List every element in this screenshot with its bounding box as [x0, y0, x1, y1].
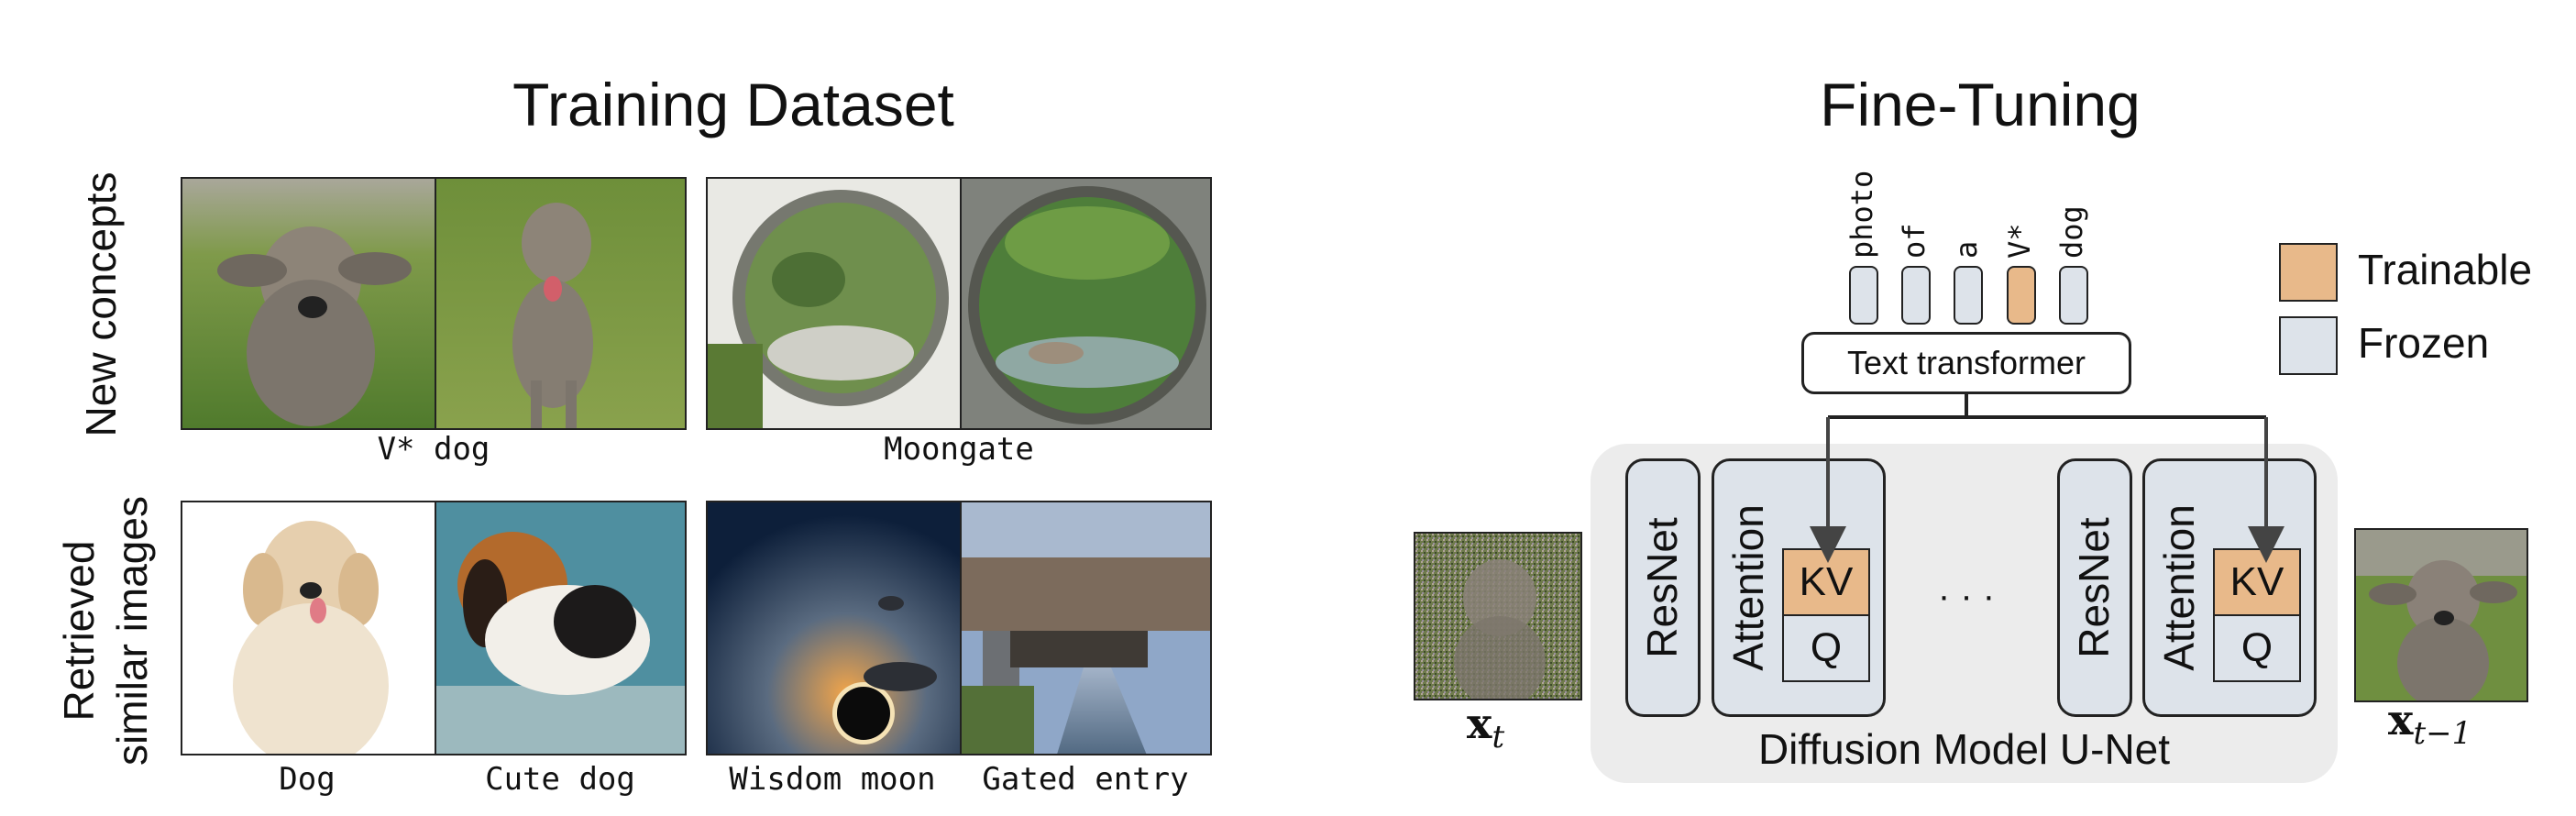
xt1-label: xt−1	[2388, 695, 2471, 752]
token-embedding-of	[1901, 266, 1931, 325]
kv-label-1: KV	[1799, 559, 1854, 604]
caption-moongate: Moongate	[884, 431, 1034, 468]
legend-trainable-swatch	[2279, 243, 2338, 302]
q-label-1: Q	[1810, 625, 1843, 670]
xt1-sub: t−1	[2413, 715, 2472, 753]
token-embedding-vstar	[2007, 266, 2036, 325]
caption-gated-entry: Gated entry	[982, 761, 1189, 798]
legend-trainable-label: Trainable	[2358, 246, 2533, 293]
q-box-2: Q	[2213, 614, 2301, 682]
xt-label: xt	[1467, 699, 1504, 755]
resnet-block-1	[1625, 458, 1701, 717]
kv-box-1: KV	[1782, 548, 1870, 616]
caption-dog: Dog	[279, 761, 336, 798]
noisy-input-image	[1414, 532, 1582, 700]
moon-gate-image-pair	[706, 501, 1212, 755]
moongate-image-pair	[706, 177, 1212, 430]
dog-image-pair	[181, 501, 687, 755]
caption-wisdom-moon: Wisdom moon	[729, 761, 936, 798]
vdog-image-pair	[181, 177, 687, 430]
legend-frozen-swatch	[2279, 316, 2338, 375]
q-label-2: Q	[2240, 625, 2273, 670]
caption-vdog: V* dog	[377, 431, 490, 468]
xt-base: x	[1467, 699, 1492, 748]
token-embedding-dog	[2059, 266, 2088, 325]
q-box-1: Q	[1782, 614, 1870, 682]
resnet-block-2	[2057, 458, 2132, 717]
fine-tuning-title: Fine-Tuning	[1820, 71, 2141, 138]
token-embedding-a	[1954, 266, 1983, 325]
kv-label-2: KV	[2229, 559, 2284, 604]
legend-frozen-label: Frozen	[2358, 319, 2490, 367]
ellipsis: · · ·	[1937, 576, 1996, 616]
unet-label: Diffusion Model U-Net	[1757, 725, 2171, 773]
training-dataset-title: Training Dataset	[512, 71, 954, 138]
text-transformer-box: Text transformer	[1801, 332, 2131, 394]
xt1-base: x	[2388, 695, 2414, 744]
token-embedding-photo	[1849, 266, 1878, 325]
denoised-output-image	[2354, 528, 2528, 702]
caption-cute-dog: Cute dog	[485, 761, 635, 798]
xt-sub: t	[1492, 719, 1505, 756]
text-transformer-label: Text transformer	[1846, 344, 2086, 381]
